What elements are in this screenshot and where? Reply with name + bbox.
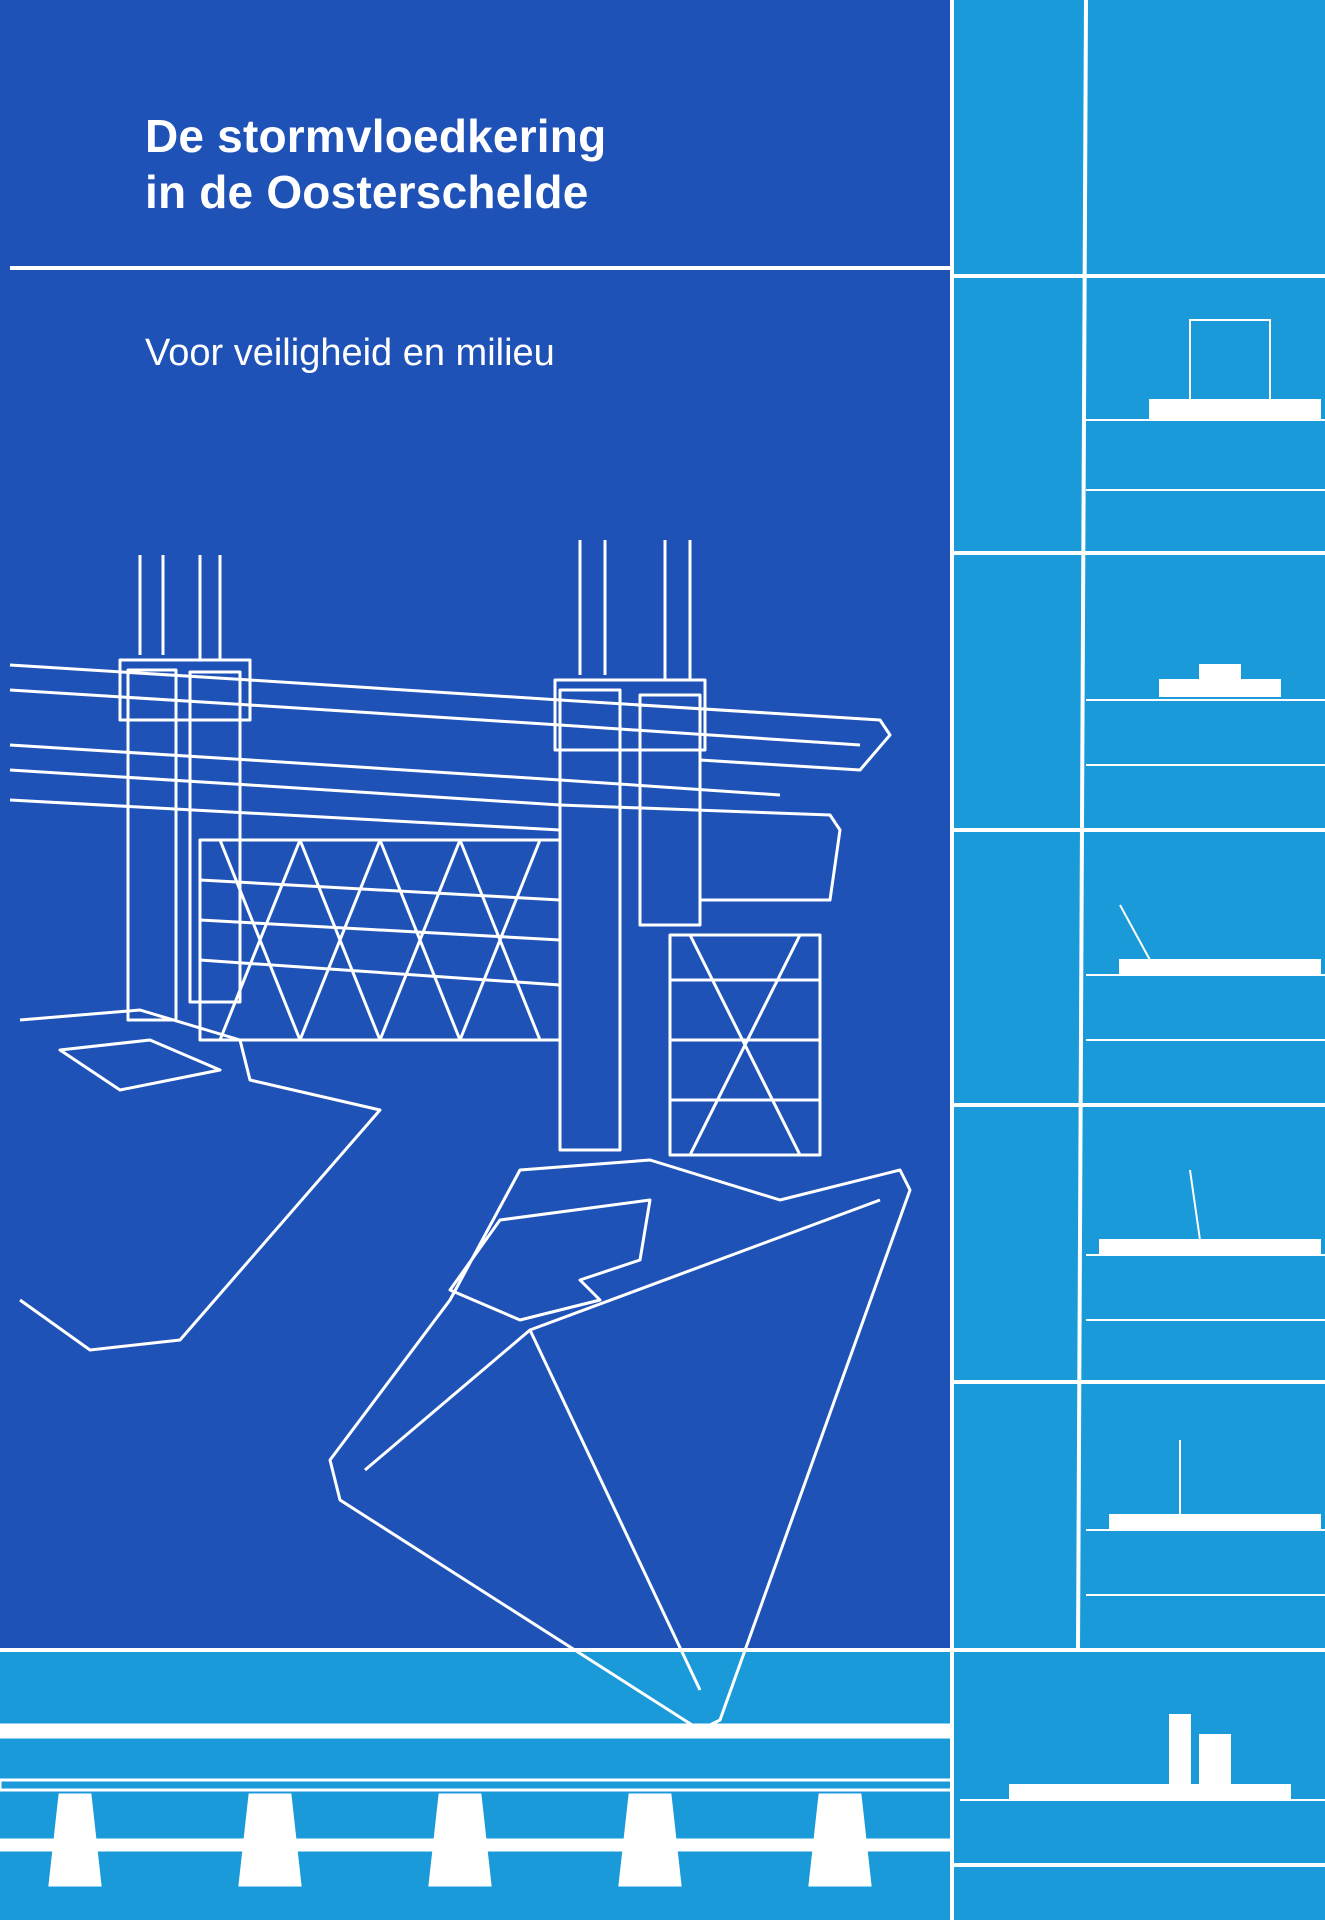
cover-subtitle: Voor veiligheid en milieu <box>145 332 555 374</box>
cover-title: De stormvloedkering in de Oosterschelde <box>145 108 606 220</box>
cover-title-line-1: De stormvloedkering <box>145 110 607 162</box>
cover-title-line-2: in de Oosterschelde <box>145 166 589 218</box>
